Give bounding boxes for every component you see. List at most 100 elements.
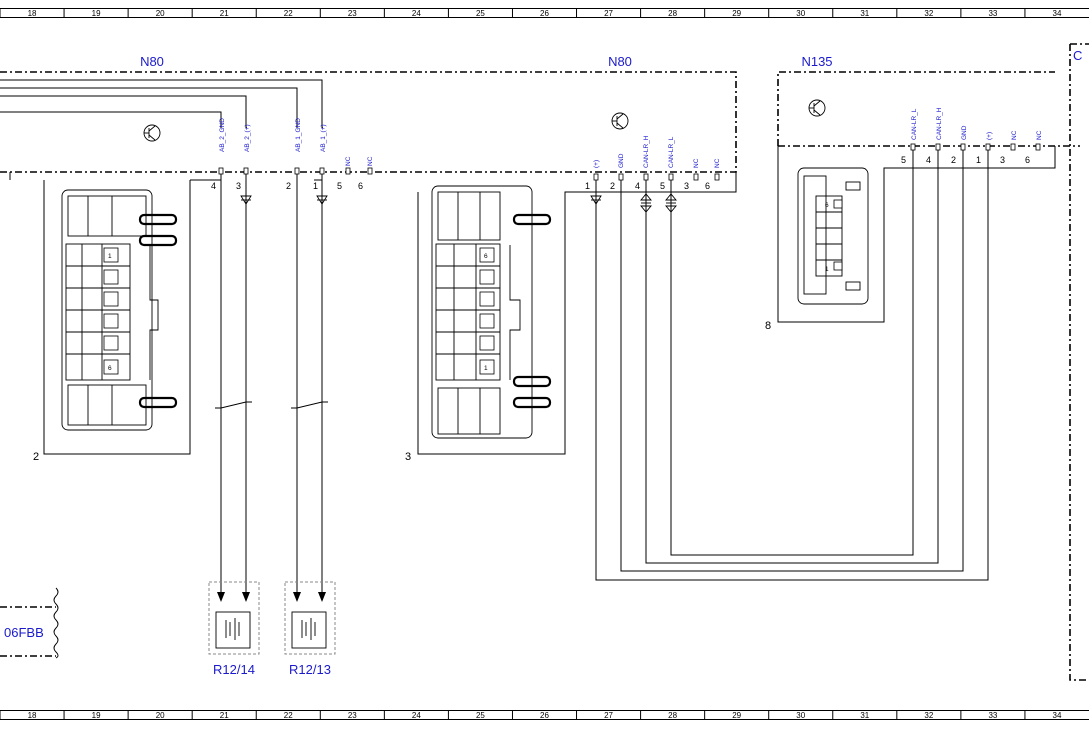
column-number: 19 bbox=[92, 711, 101, 720]
pin-signal-label: CAN-LR_H bbox=[936, 107, 943, 140]
pin-signal-label: NC bbox=[714, 158, 721, 168]
pin-number: 2 bbox=[610, 181, 615, 191]
r12-14-label: R12/14 bbox=[213, 662, 255, 677]
column-number: 31 bbox=[860, 9, 869, 18]
n80-right-label: N80 bbox=[608, 54, 632, 69]
n80-right-pins: (+) GND CAN-LR_H CAN-LR_L NC NC 1 2 4 5 … bbox=[585, 135, 721, 191]
pin-number: 4 bbox=[635, 181, 640, 191]
pin-signal-label: NC bbox=[693, 158, 700, 168]
column-number: 23 bbox=[348, 711, 357, 720]
pin-number: 1 bbox=[313, 181, 318, 191]
connector-3-label: 3 bbox=[405, 451, 411, 463]
column-number: 22 bbox=[284, 9, 293, 18]
pin-number: 1 bbox=[585, 181, 590, 191]
pin-signal-label: NC bbox=[345, 156, 352, 166]
airbag-wires bbox=[215, 174, 328, 602]
pin-signal-label: NC bbox=[367, 156, 374, 166]
pin-number: 6 bbox=[705, 181, 710, 191]
pin-signal-label: CAN-LR_L bbox=[911, 108, 918, 140]
pin-signal-label: GND bbox=[961, 125, 968, 140]
pin-signal-label: AB_1_GND bbox=[295, 118, 302, 152]
pin-number: 1 bbox=[976, 155, 981, 165]
pin-signal-label: GND bbox=[618, 153, 625, 168]
igniter-icon bbox=[225, 618, 240, 640]
partial-module-box: 06FBB bbox=[0, 587, 59, 659]
partial-module-label: 06FBB bbox=[4, 625, 44, 640]
right-edge-module: C bbox=[1069, 43, 1089, 681]
column-number: 31 bbox=[860, 711, 869, 720]
transistor-icon bbox=[808, 99, 826, 117]
pin-number: 6 bbox=[1025, 155, 1030, 165]
column-number: 20 bbox=[156, 9, 165, 18]
n80-left-module: N80 bbox=[0, 54, 400, 173]
pin-number: 3 bbox=[684, 181, 689, 191]
pin-number: 5 bbox=[337, 181, 342, 191]
column-number: 21 bbox=[220, 9, 229, 18]
pin-signal-label: CAN-LR_H bbox=[643, 135, 650, 168]
pin-signal-label: (+) bbox=[593, 160, 600, 168]
cavity-number: 6 bbox=[825, 202, 829, 209]
column-number: 18 bbox=[28, 9, 37, 18]
n80-left-pins: AB_2_GND AB_2_(+) AB_1_GND AB_1_(+) NC N… bbox=[211, 118, 374, 191]
column-number: 18 bbox=[28, 711, 37, 720]
column-number: 26 bbox=[540, 711, 549, 720]
pin-number: 5 bbox=[901, 155, 906, 165]
column-number: 32 bbox=[924, 9, 933, 18]
r12-13-sensor: R12/13 bbox=[284, 581, 336, 677]
pin-number: 4 bbox=[926, 155, 931, 165]
n135-module: N135 bbox=[777, 54, 1080, 147]
column-number: 34 bbox=[1053, 711, 1062, 720]
pin-number: 2 bbox=[951, 155, 956, 165]
pin-number: 3 bbox=[236, 181, 241, 191]
column-number: 27 bbox=[604, 711, 613, 720]
column-number: 28 bbox=[668, 9, 677, 18]
pin-signal-label: AB_2_GND bbox=[219, 118, 226, 152]
pin-signal-label: AB_2_(+) bbox=[244, 124, 251, 152]
igniter-icon bbox=[301, 618, 316, 640]
connector-8-label: 8 bbox=[765, 320, 771, 332]
column-number: 22 bbox=[284, 711, 293, 720]
column-number: 26 bbox=[540, 9, 549, 18]
n80-right-module: N80 bbox=[400, 54, 737, 173]
connector-3: 3 6 1 bbox=[405, 172, 737, 463]
cavity-number: 1 bbox=[484, 365, 488, 372]
column-number: 19 bbox=[92, 9, 101, 18]
n135-label: N135 bbox=[801, 54, 832, 69]
cavity-number: 6 bbox=[484, 253, 488, 260]
column-number: 20 bbox=[156, 711, 165, 720]
column-number: 32 bbox=[924, 711, 933, 720]
can-bus-wires bbox=[590, 150, 989, 581]
column-number: 29 bbox=[732, 9, 741, 18]
pin-signal-label: CAN-LR_L bbox=[668, 136, 675, 168]
column-number: 30 bbox=[796, 711, 805, 720]
pin-signal-label: AB_1_(+) bbox=[320, 124, 327, 152]
transistor-icon bbox=[143, 124, 161, 142]
cavity-number: 6 bbox=[108, 365, 112, 372]
n135-pins: CAN-LR_L CAN-LR_H GND (+) NC NC 5 4 2 1 … bbox=[901, 107, 1043, 165]
cavity-number: 1 bbox=[825, 266, 829, 273]
transistor-icon bbox=[611, 112, 629, 130]
column-number: 25 bbox=[476, 9, 485, 18]
column-number: 34 bbox=[1053, 9, 1062, 18]
column-number: 28 bbox=[668, 711, 677, 720]
column-number: 30 bbox=[796, 9, 805, 18]
connector-2: 2 1 6 bbox=[33, 179, 221, 463]
column-number: 25 bbox=[476, 711, 485, 720]
pin-signal-label: NC bbox=[1011, 130, 1018, 140]
n80-left-label: N80 bbox=[140, 54, 164, 69]
pin-signal-label: NC bbox=[1036, 130, 1043, 140]
column-number: 29 bbox=[732, 711, 741, 720]
column-number: 27 bbox=[604, 9, 613, 18]
r12-14-sensor: R12/14 bbox=[208, 581, 260, 677]
column-number: 33 bbox=[988, 9, 997, 18]
cavity-number: 1 bbox=[108, 253, 112, 260]
n80-left-internal-wires bbox=[0, 79, 323, 180]
pin-number: 4 bbox=[211, 181, 216, 191]
pin-number: 5 bbox=[660, 181, 665, 191]
column-number: 23 bbox=[348, 9, 357, 18]
column-number: 24 bbox=[412, 711, 421, 720]
column-number: 33 bbox=[988, 711, 997, 720]
